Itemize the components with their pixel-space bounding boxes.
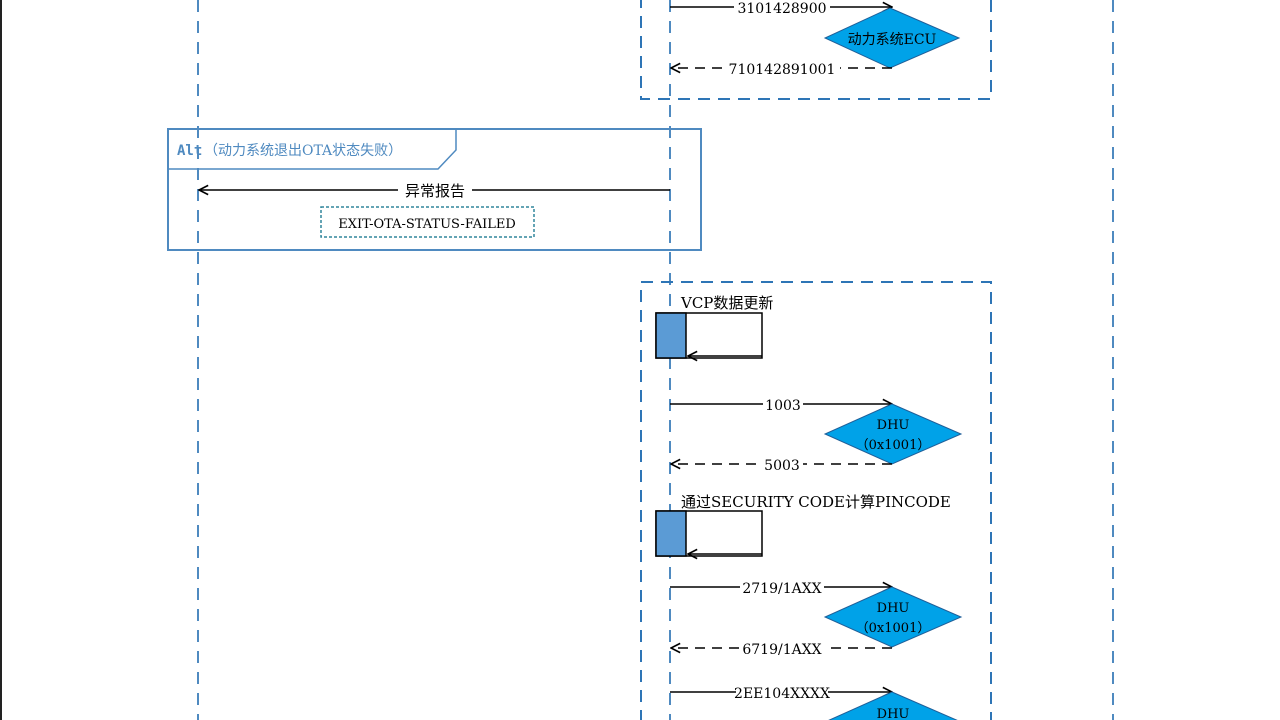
dhu2-name: DHU: [877, 601, 910, 616]
top-request-label: 3101428900: [737, 1, 826, 17]
self-call-2: [655, 510, 763, 556]
alt-exception-message: 异常报告: [199, 180, 670, 200]
dhu-node-2: DHU （0x1001）: [823, 586, 963, 648]
vcp-frame: [640, 281, 992, 720]
alt-message-label: 异常报告: [405, 182, 465, 200]
req1-label: 1003: [765, 398, 801, 414]
resp2-label: 6719/1AXX: [742, 642, 821, 658]
top-response-message: 710142891001: [671, 59, 892, 78]
alt-frame: Alt （动力系统退出OTA状态失败）: [167, 128, 702, 251]
request-1003: 1003: [670, 395, 892, 414]
top-target-node: 动力系统ECU: [823, 7, 961, 69]
request-2ee104: 2EE104XXXX: [670, 683, 892, 702]
req2-label: 2719/1AXX: [742, 581, 821, 597]
dhu1-addr: （0x1001）: [856, 438, 931, 453]
dhu1-name: DHU: [877, 418, 910, 433]
top-request-message: 3101428900: [670, 0, 892, 17]
response-5003: 5003: [671, 455, 892, 474]
dhu-node-1: DHU （0x1001）: [823, 403, 963, 465]
resp1-label: 5003: [764, 458, 800, 474]
alt-condition: （动力系统退出OTA状态失败）: [204, 143, 402, 159]
dhu2-addr: （0x1001）: [856, 621, 931, 636]
top-target-label: 动力系统ECU: [848, 32, 937, 48]
response-6719: 6719/1AXX: [671, 639, 892, 658]
alt-note: EXIT-OTA-STATUS-FAILED: [320, 206, 535, 238]
dhu3-name: DHU: [877, 707, 910, 720]
dhu-node-3: DHU: [828, 691, 958, 720]
top-response-label: 710142891001: [729, 62, 836, 78]
step1-title: VCP数据更新: [680, 294, 773, 312]
self-call-1: [655, 312, 763, 358]
step2-title: 通过SECURITY CODE计算PINCODE: [681, 493, 951, 511]
alt-note-label: EXIT-OTA-STATUS-FAILED: [338, 217, 516, 232]
top-frame: [640, 0, 992, 100]
alt-keyword: Alt: [177, 143, 202, 159]
request-2719: 2719/1AXX: [670, 578, 892, 597]
req3-label: 2EE104XXXX: [734, 686, 830, 702]
